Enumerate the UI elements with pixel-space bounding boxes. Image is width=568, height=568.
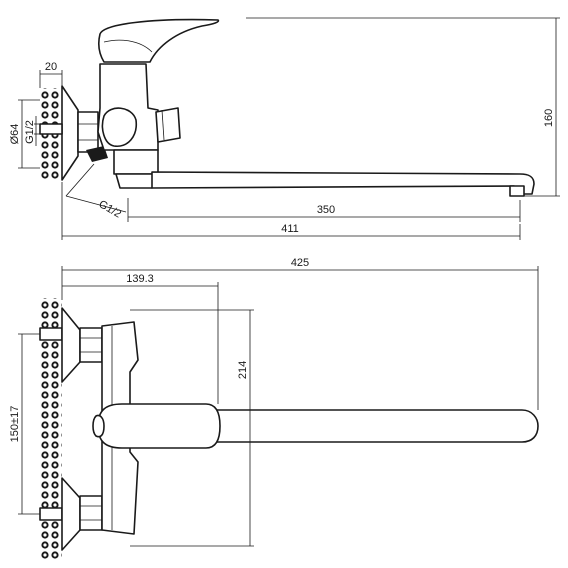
side-diverter-knob — [101, 107, 138, 147]
dim-wall-offset: 20 — [45, 61, 57, 73]
dim-side-spout-length: 350 — [317, 204, 335, 216]
side-eccentric-nut — [77, 111, 99, 153]
dim-flange-diameter: Ø64 — [9, 124, 21, 145]
dim-side-total-length: 411 — [281, 223, 299, 235]
top-lower-flange — [61, 477, 81, 551]
dim-thread-note: G1/2 — [97, 198, 124, 220]
dim-inlet-centers: 150±17 — [9, 406, 21, 443]
top-view — [39, 298, 539, 560]
top-upper-nut — [79, 327, 103, 363]
top-lever-handle — [97, 403, 221, 449]
top-lower-nut — [79, 495, 103, 531]
top-wall-texture — [40, 298, 62, 560]
top-lower-inlet-pipe — [39, 507, 63, 521]
side-wall-flange — [61, 85, 79, 181]
dim-inlet-thread: G1/2 — [24, 120, 36, 144]
top-spout — [209, 409, 539, 443]
dim-to-handle: 139.3 — [126, 273, 154, 285]
side-connector — [86, 146, 108, 162]
side-spout — [151, 171, 535, 195]
dim-side-height: 160 — [543, 109, 555, 127]
side-inlet-pipe — [39, 123, 63, 135]
side-diverter-button — [155, 107, 181, 143]
top-upper-flange — [61, 307, 81, 383]
side-spout-collar — [113, 149, 159, 175]
dim-top-height: 214 — [237, 361, 249, 379]
side-dimensions: 160 350 411 20 Ø64 G1/2 G1/2 — [9, 17, 560, 240]
top-dimensions: 425 139.3 214 150±17 — [9, 257, 539, 547]
side-lever-handle — [98, 18, 220, 63]
dim-top-total-length: 425 — [291, 257, 309, 269]
side-view — [39, 18, 535, 197]
top-upper-inlet-pipe — [39, 327, 63, 341]
